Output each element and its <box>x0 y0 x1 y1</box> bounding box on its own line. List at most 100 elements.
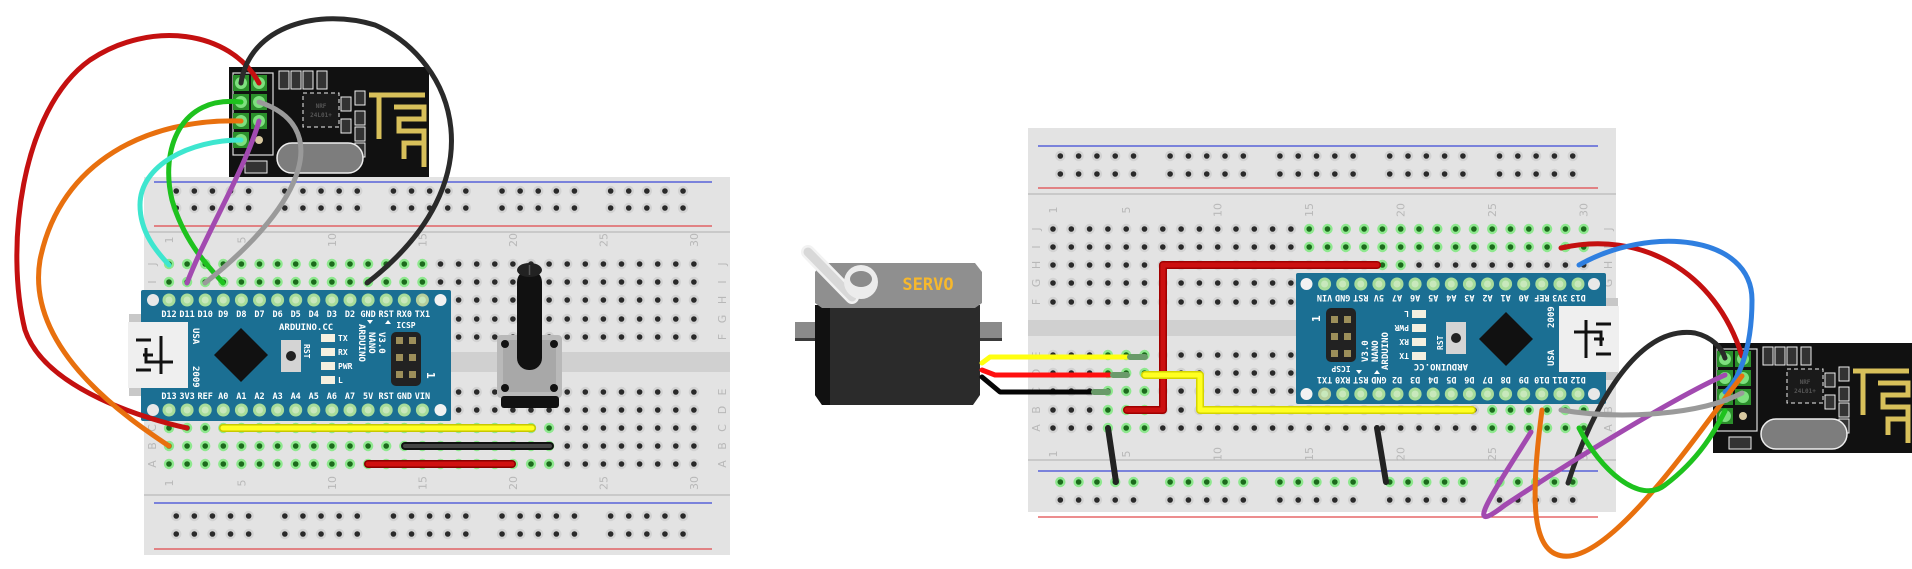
breadboard-hole-contact <box>1123 262 1129 268</box>
smd-component <box>340 118 352 134</box>
nrf-pin[interactable] <box>1739 412 1747 420</box>
wire-green[interactable] <box>166 98 244 286</box>
wire-gray[interactable] <box>202 99 304 286</box>
breadboard-hole-contact <box>517 205 523 211</box>
pin-center <box>346 296 354 304</box>
breadboard-hole-contact <box>202 425 208 431</box>
wire-orange[interactable] <box>1532 373 1745 559</box>
column-number: 10 <box>1212 203 1225 217</box>
breadboard-hole-contact <box>202 461 208 467</box>
wire-purple[interactable] <box>184 118 262 286</box>
pin-label: D10 <box>1534 374 1549 384</box>
wire-yellow[interactable] <box>1142 372 1475 413</box>
breadboard-hole-contact <box>220 443 227 449</box>
column-number: 30 <box>688 476 701 490</box>
breadboard-hole-contact <box>1251 388 1258 394</box>
row-label-a: A <box>716 460 729 468</box>
breadboard-hole-contact <box>636 425 643 431</box>
row-label-a: A <box>1602 424 1615 432</box>
breadboard-hole-contact <box>1075 171 1082 177</box>
servo-motor[interactable]: SERVO <box>795 245 1002 405</box>
servo-power-wire[interactable] <box>979 367 1130 378</box>
pin-center <box>418 406 426 414</box>
column-number: 10 <box>326 476 339 490</box>
breadboard-hole-contact <box>564 334 570 340</box>
wire-black[interactable] <box>1565 329 1728 486</box>
wire-red[interactable] <box>1558 241 1745 359</box>
pin-label: 3V3 <box>179 392 194 402</box>
breadboard-hole-contact <box>365 261 371 267</box>
breadboard-hole-contact <box>662 531 668 537</box>
breadboard-hole-contact <box>354 513 361 519</box>
usb-connector[interactable] <box>128 322 188 388</box>
wire-red[interactable] <box>14 33 262 431</box>
wire-black[interactable] <box>1105 425 1119 485</box>
wire-blue[interactable] <box>1576 238 1755 395</box>
breadboard-hole-contact <box>1313 153 1320 159</box>
icsp-header[interactable] <box>391 332 421 386</box>
smd-component <box>1728 436 1752 450</box>
column-number: 5 <box>235 480 248 487</box>
breadboard-hole-contact <box>1086 280 1093 286</box>
breadboard-hole-contact <box>1452 262 1459 268</box>
breadboard-hole-contact <box>1544 226 1550 232</box>
breadboard-hole-contact <box>600 334 607 340</box>
wire-black[interactable] <box>1374 425 1389 485</box>
breadboard-hole-contact <box>1350 171 1356 177</box>
usb-country-label: USA <box>1547 349 1557 366</box>
breadboard-hole-contact <box>1361 425 1367 431</box>
pin-label: VIN <box>415 392 430 402</box>
pin-center <box>346 406 354 414</box>
breadboard-hole-contact <box>1460 497 1466 503</box>
pin-label: REF <box>198 392 213 402</box>
servo-signal-wire[interactable] <box>979 354 1148 366</box>
reset-button[interactable] <box>1451 333 1461 343</box>
wire-gray[interactable] <box>1558 390 1745 418</box>
pin-label: 5V <box>1374 292 1384 302</box>
breadboard-hole-contact <box>390 513 397 519</box>
nrf-pin[interactable] <box>255 136 263 144</box>
servo-ground-wire[interactable] <box>979 374 1111 395</box>
pin-center <box>1484 280 1491 288</box>
pin-center <box>1556 390 1564 398</box>
breadboard-hole-contact <box>1178 226 1184 232</box>
pin-label: D6 <box>1464 374 1474 384</box>
icsp-label: ICSP <box>1331 364 1350 373</box>
icsp-header[interactable] <box>1326 308 1356 362</box>
wire-red[interactable] <box>1124 262 1380 413</box>
column-number: 5 <box>1120 451 1133 458</box>
wire-purple[interactable] <box>1481 372 1728 519</box>
breadboard-hole-contact <box>636 443 643 449</box>
reset-button[interactable] <box>286 351 296 361</box>
pin-center <box>201 406 209 414</box>
column-number: 1 <box>163 480 176 487</box>
breadboard-hole-contact <box>571 205 578 211</box>
pin-center <box>1502 280 1510 288</box>
breadboard-hole-contact <box>1068 226 1075 232</box>
wire-green[interactable] <box>1576 408 1728 494</box>
breadboard-hole-contact <box>1105 299 1111 305</box>
breadboard-hole-contact <box>1343 425 1349 431</box>
breadboard-hole-contact <box>564 316 570 322</box>
breadboard-hole-contact <box>1130 479 1137 485</box>
usb-connector[interactable] <box>1559 306 1619 372</box>
usb-country-label: USA <box>190 328 200 345</box>
breadboard-hole-contact <box>636 279 643 285</box>
pin-center <box>382 406 390 414</box>
potentiometer[interactable] <box>497 263 562 408</box>
wire-cyan[interactable] <box>137 137 244 268</box>
breadboard-hole-contact <box>644 531 650 537</box>
wire-orange[interactable] <box>36 118 244 449</box>
row-label-i: I <box>146 280 159 283</box>
breadboard-hole-contact <box>1569 497 1576 503</box>
breadboard-hole-contact <box>680 188 686 194</box>
pot-shaft[interactable] <box>517 270 542 370</box>
breadboard-hole-contact <box>1203 153 1210 159</box>
breadboard-hole-contact <box>1196 280 1203 286</box>
breadboard-hole-contact <box>1214 388 1221 394</box>
breadboard-hole-contact <box>1068 425 1075 431</box>
breadboard-hole-contact <box>1306 226 1312 232</box>
wire-black[interactable] <box>238 16 454 286</box>
breadboard-hole-contact <box>455 407 462 413</box>
